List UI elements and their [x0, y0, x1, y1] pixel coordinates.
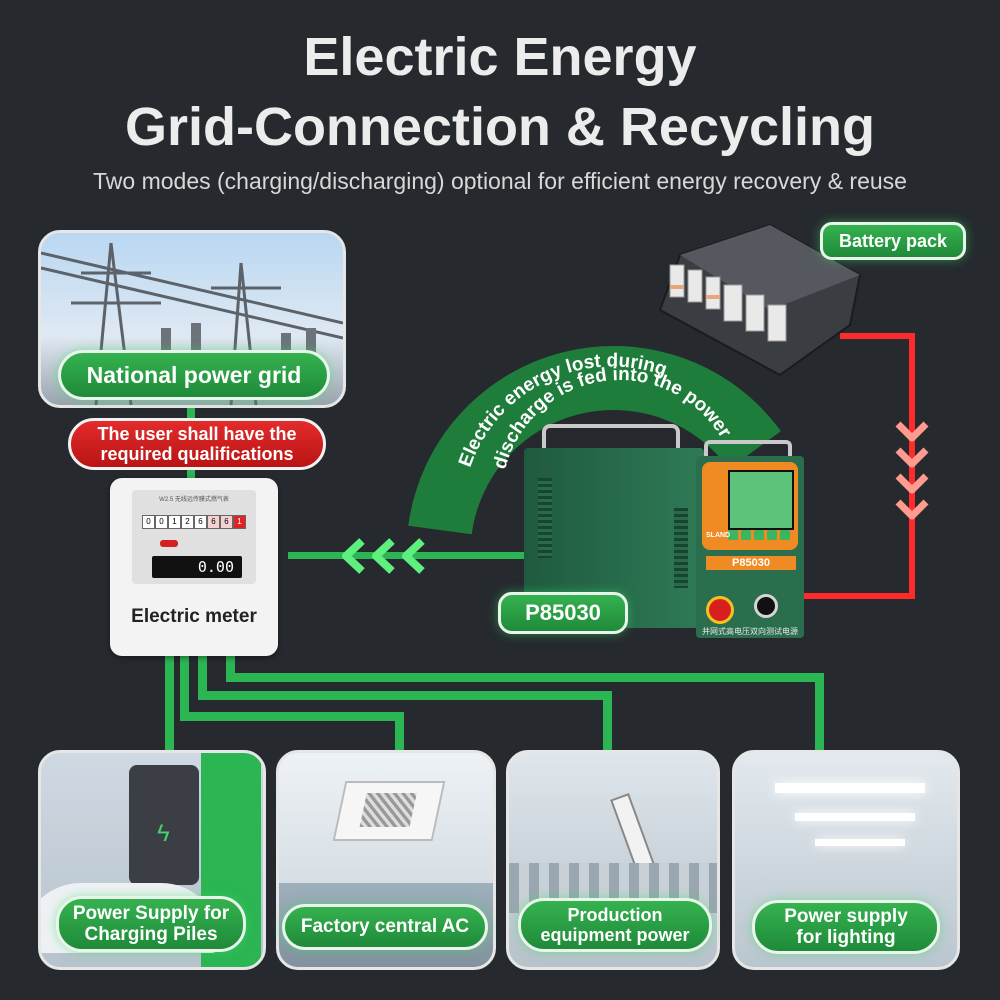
device-key: [780, 530, 790, 540]
device-key: [728, 530, 738, 540]
meter-digit: 1: [168, 515, 181, 529]
electric-meter: W2.5 无线远传膜式燃气表 0 0 1 2 6 6 6 1 0.00 Elec…: [110, 478, 278, 656]
ceiling-light-icon: [795, 813, 915, 821]
meter-indicator: [160, 540, 178, 547]
load-label-production: Production equipment power: [518, 898, 712, 952]
meter-lcd: 0.00: [152, 556, 242, 578]
device-screen-frame: SLAND: [702, 462, 798, 550]
meter-digits: 0 0 1 2 6 6 6 1: [132, 515, 256, 529]
page-title-line1: Electric Energy: [303, 27, 697, 87]
device-handle: [542, 424, 680, 458]
red-down-arrows: [895, 421, 929, 520]
qualification-line1: The user shall have the: [97, 424, 297, 444]
feeder-wire-2: [180, 650, 189, 720]
meter-digit: 1: [233, 515, 246, 529]
load-label-line1: Production: [567, 905, 663, 925]
load-label-line1: Power supply: [784, 906, 908, 927]
meter-digit: 6: [194, 515, 207, 529]
load-label-ac: Factory central AC: [282, 904, 488, 950]
feed-arrows: [342, 538, 425, 574]
ceiling-light-icon: [775, 783, 925, 793]
device-buttons: [728, 530, 790, 540]
power-terminal-icon: [754, 594, 778, 618]
feeder-wire-3h: [198, 691, 612, 700]
feeder-wire-2v: [395, 712, 404, 752]
device-panel-model: P85030: [706, 556, 796, 570]
meter-header: W2.5 无线远传膜式燃气表: [159, 497, 229, 503]
device-key: [754, 530, 764, 540]
battery-pack-image: [658, 223, 862, 377]
p85030-device: SLAND P85030 并网式高电压双向测试电源: [524, 424, 804, 638]
load-label-lighting: Power supply for lighting: [752, 900, 940, 954]
load-label-line2: Charging Piles: [84, 924, 218, 945]
load-label-line1: Power Supply for: [72, 903, 230, 924]
device-vent: [538, 478, 552, 558]
feeder-wire-1: [165, 650, 174, 760]
load-label-line2: for lighting: [796, 927, 896, 948]
emergency-stop-icon: [706, 596, 734, 624]
national-grid-label: National power grid: [58, 350, 330, 400]
meter-panel: W2.5 无线远传膜式燃气表 0 0 1 2 6 6 6 1 0.00: [132, 490, 256, 584]
meter-digit: 2: [181, 515, 194, 529]
ceiling-light-icon: [815, 839, 905, 846]
meter-digit: 6: [220, 515, 233, 529]
device-screen: [728, 470, 794, 530]
electric-meter-label: Electric meter: [131, 606, 257, 627]
ac-grille: [359, 793, 417, 827]
meter-digit: 0: [142, 515, 155, 529]
qualification-notice: The user shall have the required qualifi…: [68, 418, 326, 470]
page-title-line2: Grid-Connection & Recycling: [124, 97, 876, 157]
device-key: [741, 530, 751, 540]
charger-box-icon: ϟ: [129, 765, 199, 885]
page-subtitle: Two modes (charging/discharging) optiona…: [93, 168, 907, 194]
device-panel-caption: 并网式高电压双向测试电源: [702, 627, 798, 636]
device-handle-right: [704, 440, 792, 460]
meter-reading: 0.00: [197, 558, 234, 576]
feeder-wire-4v: [815, 673, 824, 752]
feeder-wire-4h: [226, 673, 824, 682]
device-front: SLAND P85030 并网式高电压双向测试电源: [696, 456, 804, 638]
battery-pack-label: Battery pack: [820, 222, 966, 260]
feeder-wire-3: [198, 650, 207, 700]
device-model-label: P85030: [498, 592, 628, 634]
meter-digit: 6: [207, 515, 220, 529]
device-panel-brand: SLAND: [706, 532, 731, 539]
device-vent-right: [674, 508, 688, 588]
feeder-wire-3v: [603, 691, 612, 752]
feeder-wire-2h: [180, 712, 404, 721]
charger-bolt-icon: ϟ: [157, 820, 170, 847]
feeder-wire-4: [226, 650, 235, 682]
device-key: [767, 530, 777, 540]
meter-digit: 0: [155, 515, 168, 529]
load-label-line2: equipment power: [540, 925, 690, 945]
ceiling-ac-icon: [332, 781, 446, 841]
load-label-charging: Power Supply for Charging Piles: [56, 896, 246, 952]
qualification-line2: required qualifications: [100, 444, 294, 464]
